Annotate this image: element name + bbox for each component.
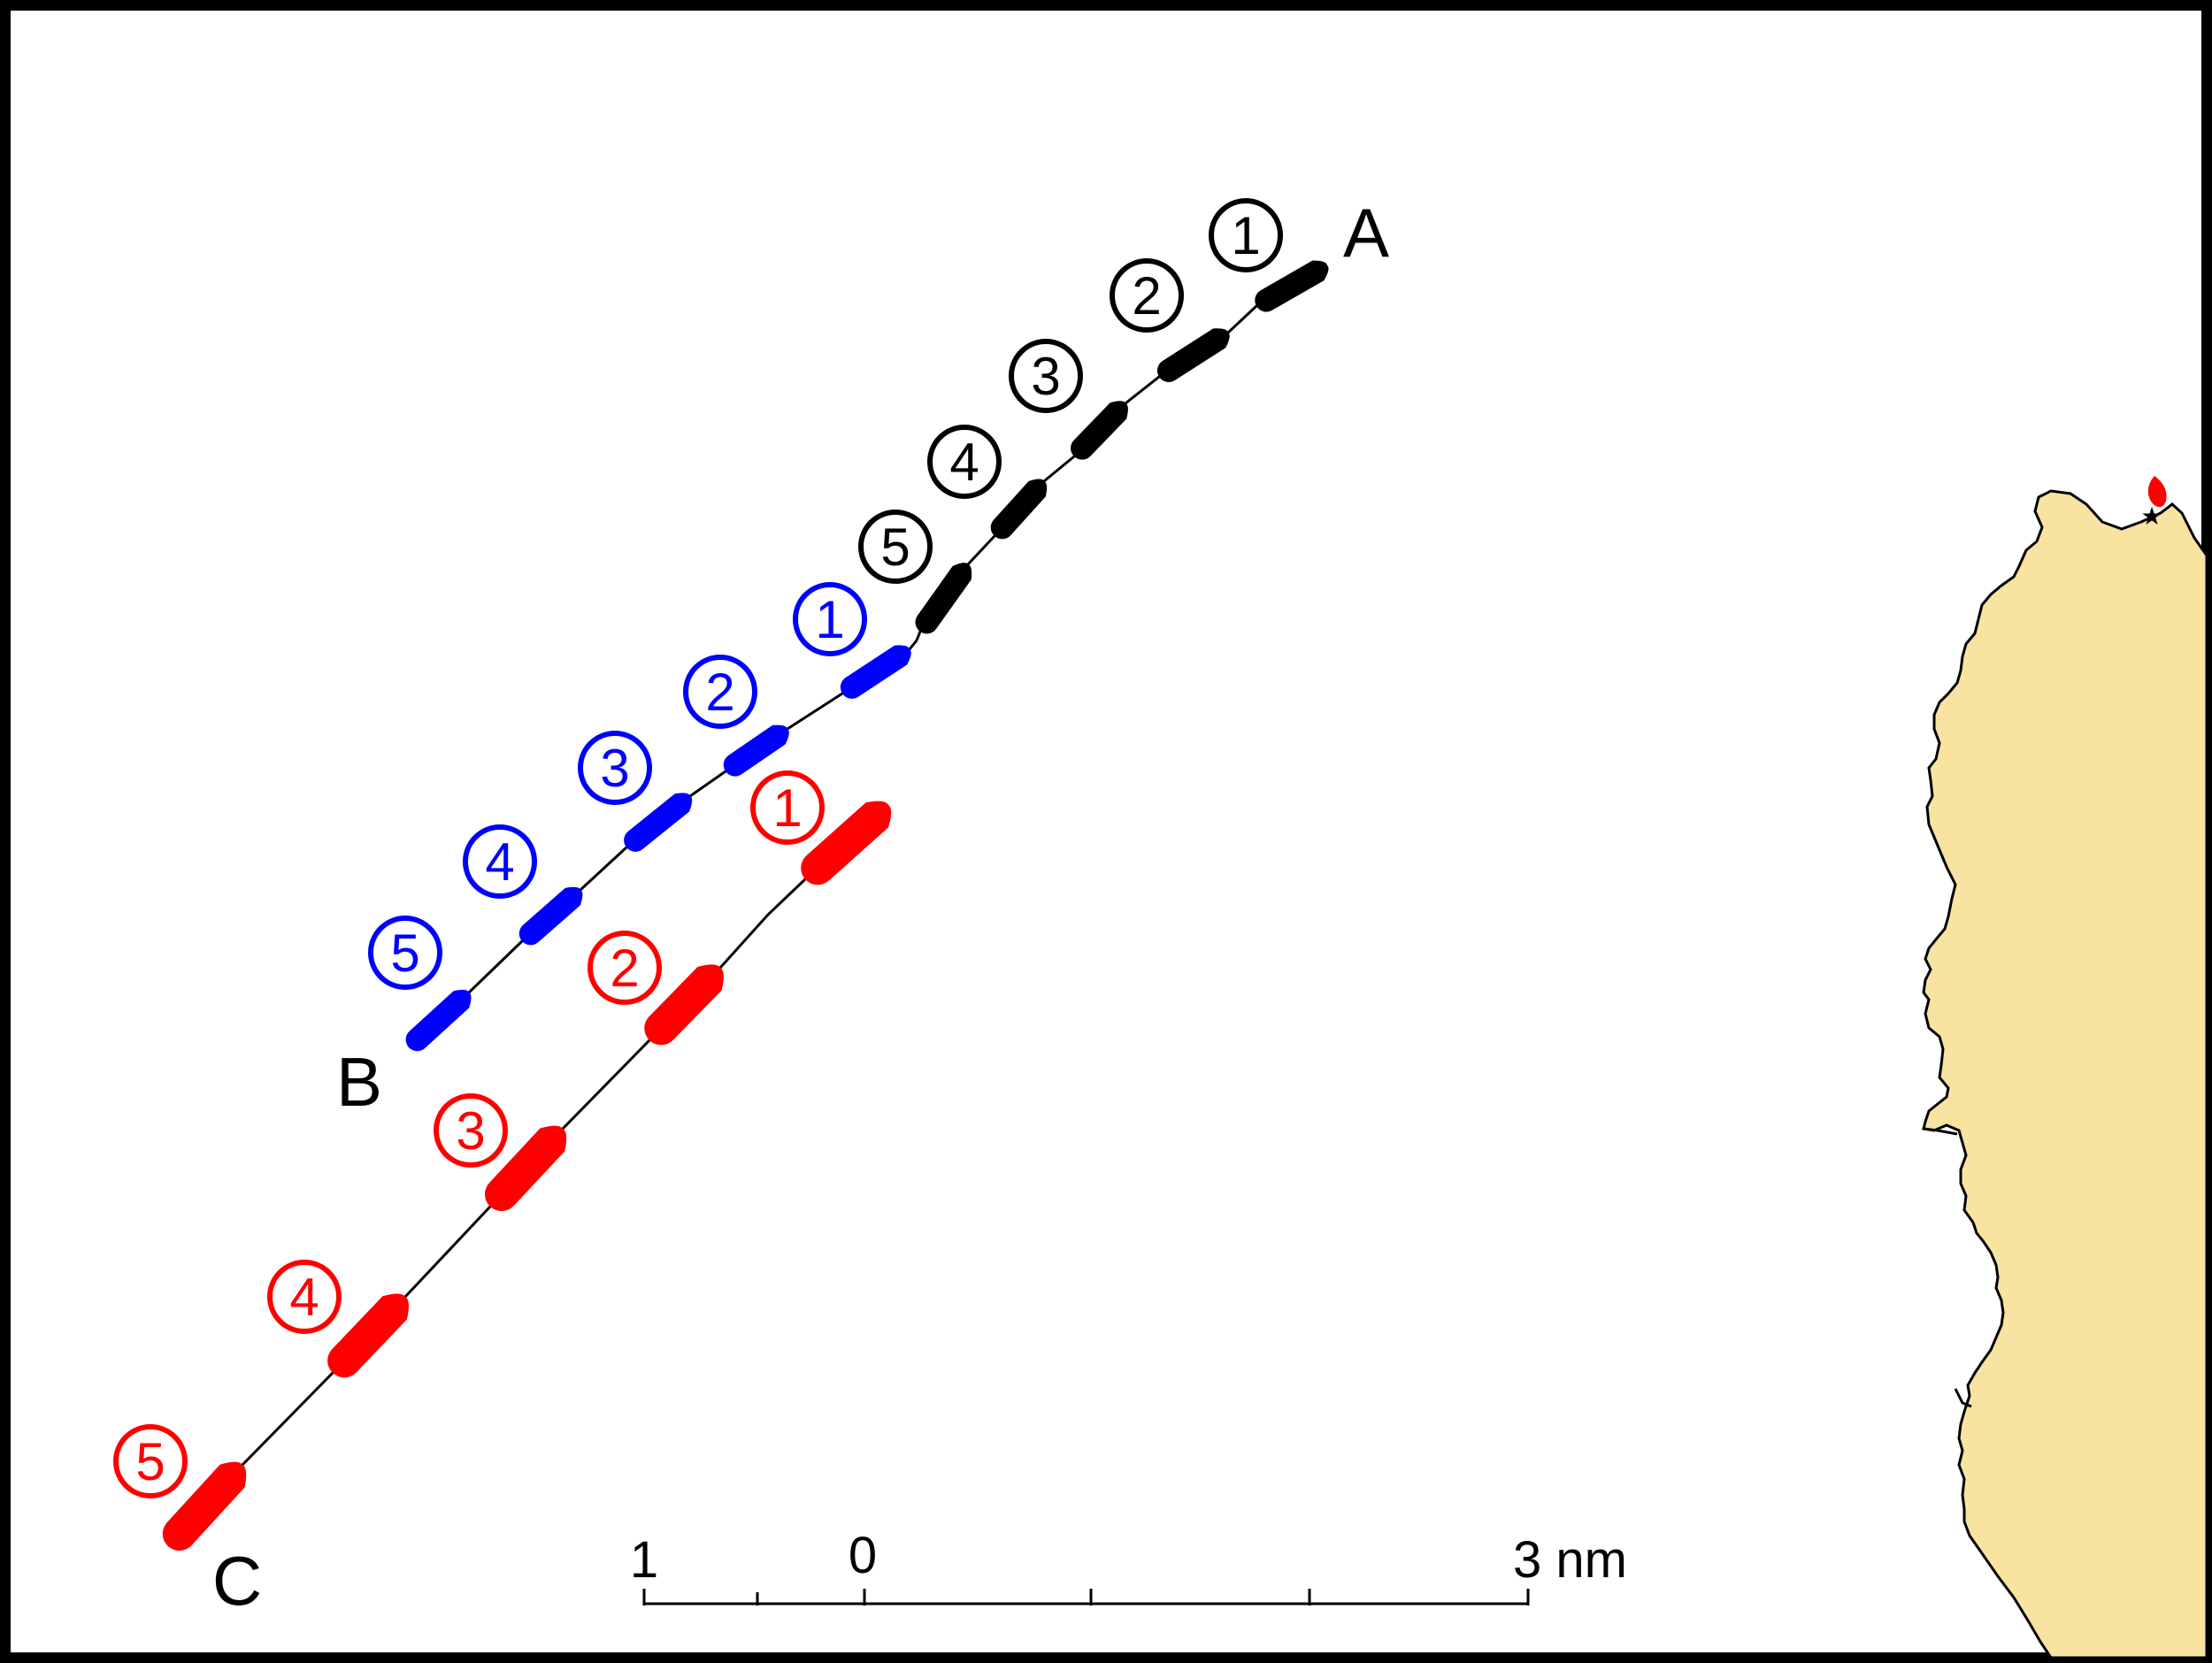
red-position-label-3: 3	[434, 1093, 508, 1168]
scale-label-right: 3 nm	[1513, 1531, 1627, 1589]
red-vessel-5	[162, 1461, 247, 1551]
red-position-label-5: 5	[113, 1424, 188, 1498]
blue-label-number: 2	[705, 663, 734, 722]
blue-label-circle	[368, 916, 442, 990]
black-label-circle	[927, 425, 1002, 499]
black-vessel-4	[990, 479, 1048, 540]
red-marker-icon	[2147, 476, 2167, 508]
coastline: ★	[1922, 476, 2208, 1659]
blue-vessel-3	[624, 793, 693, 852]
black-label-circle	[1209, 198, 1283, 272]
red-label-number: 5	[135, 1432, 165, 1491]
point-b-label: B	[336, 1043, 382, 1121]
black-position-label-1: 1	[1209, 198, 1283, 272]
red-vessel-4	[327, 1293, 409, 1378]
black-label-number: 4	[949, 433, 979, 492]
red-label-number: 2	[610, 939, 639, 998]
red-label-circle	[750, 770, 825, 845]
black-position-label-3: 3	[1009, 339, 1083, 413]
black-label-circle	[1009, 339, 1083, 413]
scale-label-left: 1	[630, 1531, 658, 1589]
red-label-number: 1	[772, 778, 802, 838]
scale-bar: 1 0 3 nm	[630, 1527, 1627, 1606]
red-label-number: 3	[456, 1101, 485, 1161]
red-position-label-2: 2	[588, 931, 662, 1005]
start-points: A B C	[212, 194, 1389, 1620]
blue-position-label-1: 1	[793, 582, 867, 656]
black-vessel-1	[1255, 260, 1329, 312]
blue-label-circle	[463, 824, 537, 899]
red-vessel-2	[644, 964, 724, 1046]
red-label-circle	[267, 1260, 342, 1334]
blue-vessel-4	[518, 886, 583, 946]
black-position-label-4: 4	[927, 425, 1002, 499]
blue-position-label-5: 5	[368, 916, 442, 990]
red-label-circle	[113, 1424, 188, 1498]
black-label-number: 5	[880, 517, 910, 577]
red-position-label-4: 4	[267, 1260, 342, 1334]
red-position-label-1: 1	[750, 770, 825, 845]
red-label-circle	[588, 931, 662, 1005]
point-a-label: A	[1343, 194, 1389, 272]
point-c-label: C	[212, 1542, 262, 1620]
red-label-number: 4	[289, 1268, 319, 1327]
blue-position-label-2: 2	[683, 655, 757, 729]
land-area	[1922, 489, 2208, 1659]
blue-vessel-2	[723, 724, 789, 777]
red-vessel-1	[801, 801, 892, 885]
black-label-number: 1	[1231, 206, 1260, 265]
star-icon: ★	[2140, 502, 2162, 530]
blue-label-circle	[793, 582, 867, 656]
black-vessel-3	[1071, 401, 1128, 460]
blue-label-number: 4	[485, 832, 514, 892]
red-vessel-3	[484, 1125, 567, 1212]
scale-label-zero: 0	[849, 1527, 877, 1584]
black-label-number: 3	[1031, 347, 1060, 406]
black-label-circle	[858, 510, 933, 584]
inlet-upper	[1923, 1127, 1958, 1136]
blue-label-circle	[683, 655, 757, 729]
black-vessel-5	[915, 563, 972, 634]
black-label-circle	[1110, 258, 1184, 333]
blue-label-number: 3	[600, 739, 629, 798]
inlet-lower	[1954, 1388, 1972, 1408]
headland-marker: ★	[2140, 476, 2167, 530]
vessel-positions	[162, 260, 1329, 1551]
blue-position-label-3: 3	[578, 731, 652, 805]
blue-vessel-5	[405, 989, 472, 1052]
blue-label-number: 1	[815, 590, 844, 649]
blue-position-label-4: 4	[463, 824, 537, 899]
black-position-label-2: 2	[1110, 258, 1184, 333]
black-vessel-2	[1157, 328, 1230, 382]
black-position-label-5: 5	[858, 510, 933, 584]
blue-label-circle	[578, 731, 652, 805]
black-label-number: 2	[1132, 266, 1161, 326]
blue-vessel-1	[840, 645, 911, 699]
blue-label-number: 5	[390, 923, 419, 983]
red-label-circle	[434, 1093, 508, 1168]
